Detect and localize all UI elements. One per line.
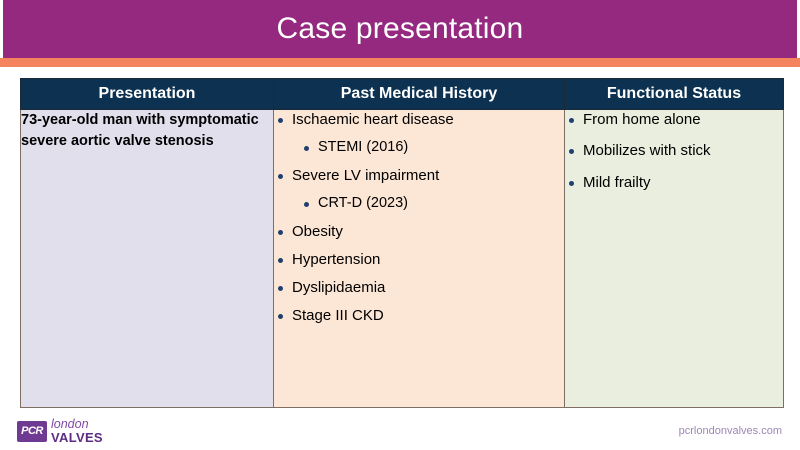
footer-website-url: pcrlondonvalves.com [678, 425, 782, 437]
pcr-london-valves-logo: PCR london VALVES [17, 417, 103, 446]
slide-footer: PCR london VALVES pcrlondonvalves.com [0, 412, 800, 450]
past-medical-history-item: Dyslipidaemia [274, 278, 564, 298]
past-medical-history-item: Severe LV impairment [274, 166, 564, 186]
logo-line-london: london [51, 417, 89, 431]
logo-line-valves: VALVES [51, 430, 103, 446]
functional-status-item: From home alone [565, 110, 783, 130]
cell-presentation: 73-year-old man with symptomatic severe … [20, 109, 274, 408]
pcr-logo-mark-icon: PCR [17, 420, 47, 442]
table-header-row-group: Presentation Past Medical History Functi… [20, 78, 784, 110]
page-title: Case presentation [276, 12, 524, 45]
case-presentation-table: Presentation Past Medical History Functi… [20, 78, 784, 408]
table-body: 73-year-old man with symptomatic severe … [20, 109, 784, 408]
past-medical-history-item: STEMI (2016) [274, 138, 564, 158]
past-medical-history-item: CRT-D (2023) [274, 194, 564, 214]
column-header-presentation: Presentation [20, 78, 274, 110]
past-medical-history-item: Ischaemic heart disease [274, 110, 564, 130]
pcr-logo-mark-text: PCR [21, 424, 43, 437]
past-medical-history-item: Obesity [274, 222, 564, 242]
functional-status-item: Mild frailty [565, 173, 783, 193]
presentation-summary-text: 73-year-old man with symptomatic severe … [21, 112, 259, 149]
column-header-past-medical-history: Past Medical History [273, 78, 565, 110]
column-header-functional-status: Functional Status [564, 78, 784, 110]
past-medical-history-item: Hypertension [274, 250, 564, 270]
functional-status-item: Mobilizes with stick [565, 141, 783, 161]
table-row: 73-year-old man with symptomatic severe … [20, 109, 784, 408]
header-accent-bar [0, 58, 800, 67]
table-header-row: Presentation Past Medical History Functi… [20, 78, 784, 110]
pcr-logo-wordmark: london VALVES [51, 417, 103, 446]
slide-header-banner: Case presentation [3, 0, 797, 58]
past-medical-history-item: Stage III CKD [274, 306, 564, 326]
